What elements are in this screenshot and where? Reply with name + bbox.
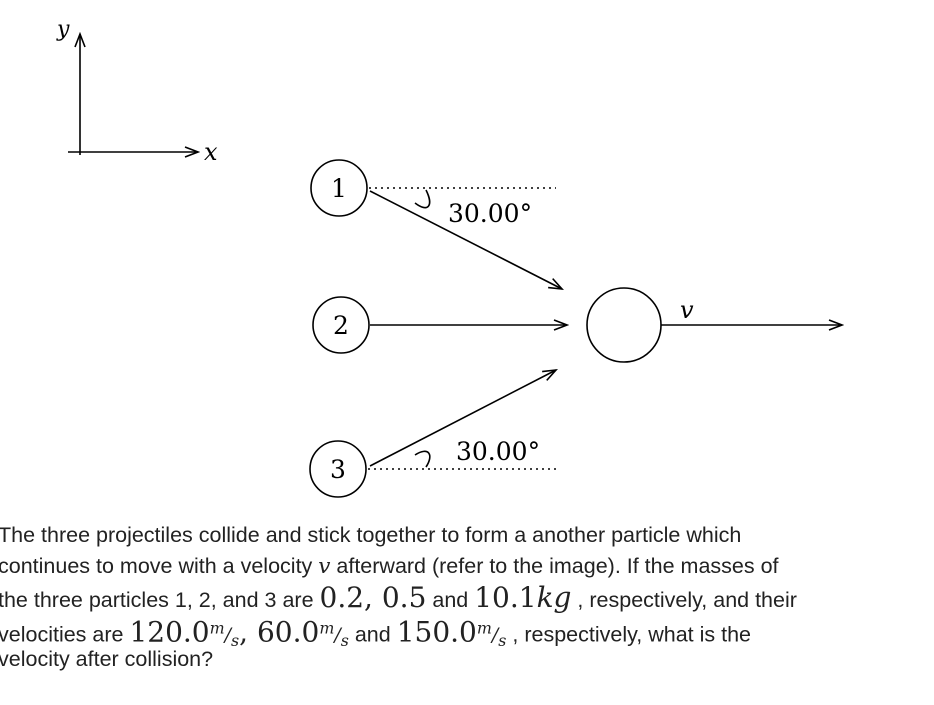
question-text-segment: , respectively, what is the [506, 622, 751, 647]
velocity-3-value: 150.0 [396, 615, 477, 649]
x-axis-label: x [204, 138, 218, 166]
y-axis-label: y [56, 17, 70, 42]
question-text-segment: , respectively, and their [571, 588, 797, 612]
angle-arc-bottom [414, 450, 431, 468]
particle-1-velocity-arrow [369, 190, 562, 289]
question-text-segment: the three particles 1, 2, and 3 are [0, 588, 320, 612]
velocity-symbol: v [318, 554, 331, 579]
question-line-4: velocities are 120.0m/s, 60.0m/s and 150… [0, 615, 751, 651]
velocity-3-unit: m/s [476, 619, 507, 651]
question-text-segment: and [426, 588, 475, 612]
question-line-1: The three projectiles collide and stick … [0, 520, 934, 551]
velocity-1-unit: m/s [209, 619, 240, 651]
question-text-segment: continues to move with a velocity [0, 554, 319, 578]
mass-3-value: 10.1 [474, 581, 537, 614]
velocity-2-value: 60.0 [256, 615, 320, 649]
coordinate-axes: y x [56, 17, 218, 166]
velocity-1-value: 120.0 [129, 615, 210, 649]
question-line-2: continues to move with a velocity v afte… [0, 551, 934, 582]
combined-particle [586, 287, 662, 363]
velocity-2-unit: m/s [319, 619, 349, 651]
angle-arc-top [414, 189, 431, 209]
particle-3: 3 [309, 440, 367, 498]
question-text-segment: velocity after collision? [0, 647, 214, 671]
particle-2: 2 [312, 296, 370, 354]
question-text-segment: The three projectiles collide and stick … [0, 523, 742, 547]
particle-1: 1 [310, 159, 368, 217]
question-line-3: the three particles 1, 2, and 3 are 0.2,… [0, 581, 797, 614]
mass-2-value: 0.5 [381, 581, 427, 614]
question-text-segment: velocities are [0, 622, 130, 647]
particle-2-label: 2 [333, 311, 349, 340]
particle-3-velocity-arrow [369, 370, 556, 467]
question-text-segment: afterward (refer to the image). If the m… [330, 554, 779, 578]
collision-diagram: y x 1 30.00° 2 3 30.00° v [56, 17, 934, 498]
particle-3-label: 3 [330, 455, 346, 484]
particle-1-label: 1 [331, 174, 347, 203]
question-line-5: velocity after collision? [0, 644, 934, 675]
angle-label-bottom: 30.00° [456, 437, 540, 466]
final-velocity-label: v [680, 296, 694, 324]
mass-unit: kg [536, 581, 572, 614]
question-text: The three projectiles collide and stick … [0, 520, 934, 675]
mass-1-value: 0.2 [319, 581, 365, 614]
angle-label-top: 30.00° [448, 199, 532, 228]
question-text-segment: and [348, 622, 397, 647]
